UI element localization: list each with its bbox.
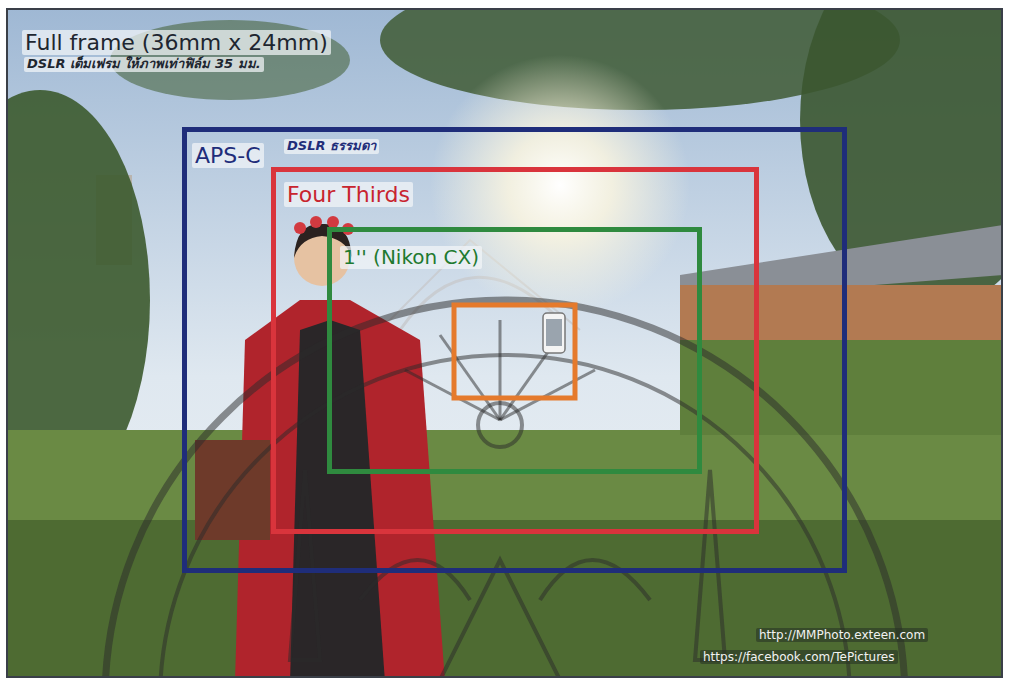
sensor-format-label: 1'' (Nikon CX): [340, 246, 482, 269]
smartphone-screen: [546, 319, 562, 346]
seal-ray: [440, 335, 500, 420]
lawn: [6, 520, 1003, 678]
sun-glare: [430, 55, 690, 315]
sensor-format-note: DSLR เต็มเฟรม ให้ภาพเท่าฟิล์ม 35 มม.: [24, 57, 264, 72]
seal-pagoda: [695, 470, 725, 660]
seal-ring: [160, 355, 850, 678]
sensor-format-label: Four Thirds: [284, 182, 413, 207]
sensor-format-label: Full frame (36mm x 24mm): [22, 30, 331, 55]
flower-crown: [294, 222, 306, 234]
smartphone-sensor-outline: [454, 305, 575, 398]
flower-crown: [310, 216, 322, 228]
nikon-cx-outline: 1'' (Nikon CX): [327, 227, 702, 474]
sensor-format-label: APS-C: [192, 143, 264, 168]
seal-centre: [478, 403, 522, 447]
photo-group: [6, 8, 1003, 678]
seal-pagoda: [290, 470, 320, 660]
watermark-url: https://facebook.com/TePictures: [700, 650, 898, 664]
seal-ring: [105, 300, 905, 678]
four-thirds-outline: Four Thirds 1'' (Nikon CX): [271, 167, 759, 534]
smartphone-icon: [543, 313, 565, 353]
building-wall: [680, 285, 1003, 345]
seal-watermark: [105, 300, 905, 678]
full-frame-outline: Full frame (36mm x 24mm) DSLR เต็มเฟรม ให…: [6, 8, 1003, 678]
watermark-url: http://MMPhoto.exteen.com: [756, 628, 928, 642]
robe-front: [290, 320, 385, 678]
aps-c-outline: APS-C DSLR ธรรมดา Four Thirds 1'' (Nikon CX…: [182, 127, 847, 573]
seal-ray: [500, 370, 595, 420]
hedge-back: [680, 340, 1003, 435]
seal-pagoda: [440, 560, 560, 678]
seal-ornament: [360, 560, 650, 600]
sensor-format-note: DSLR ธรรมดา: [284, 139, 379, 154]
